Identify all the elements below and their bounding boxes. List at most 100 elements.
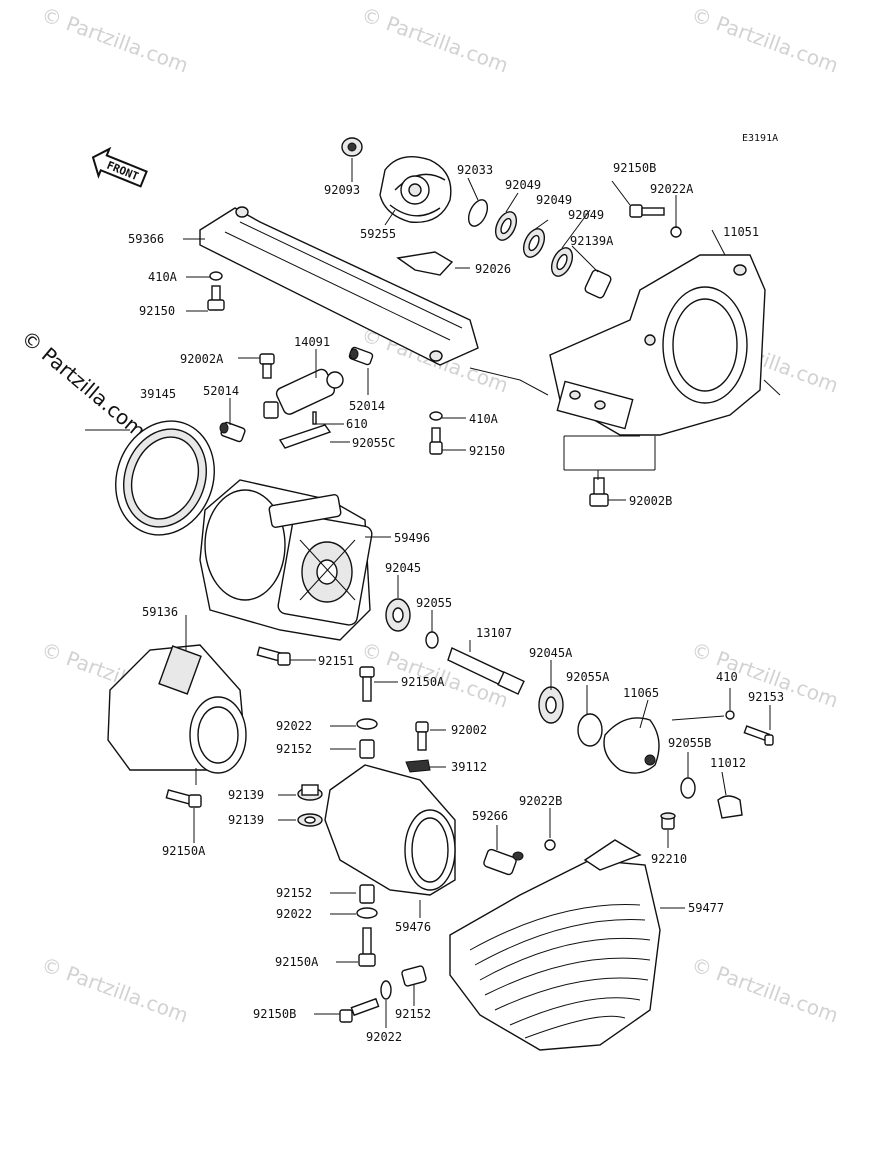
- watermark: © Partzilla.com: [38, 952, 191, 1027]
- part-number-label: 92139A: [570, 234, 614, 248]
- watermark: © Partzilla.com: [688, 952, 841, 1027]
- part-number-label: 92026: [475, 262, 511, 276]
- shaft-part: [447, 647, 525, 695]
- part-number-label: 92210: [651, 852, 687, 866]
- part-number-label: 52014: [349, 399, 385, 413]
- front-arrow-icon: FRONT: [91, 146, 148, 188]
- part-number-label: 92139: [228, 813, 264, 827]
- part-number-label: 92152: [276, 742, 312, 756]
- cap-part: [603, 717, 660, 774]
- bearing-part: [385, 598, 411, 632]
- part-number-label: 52014: [203, 384, 239, 398]
- diagram-code: E3191A: [742, 133, 778, 144]
- seal-part: [341, 137, 363, 157]
- bearing-part: [538, 686, 564, 724]
- washer-part: [544, 839, 556, 851]
- bolt-part: [256, 646, 291, 666]
- pump-housing-part: [549, 254, 766, 436]
- cover-part: [449, 839, 661, 1051]
- part-number-label: 59476: [395, 920, 431, 934]
- part-number-label: 92055: [416, 596, 452, 610]
- bolt-part: [359, 666, 375, 702]
- collar-part: [297, 813, 323, 827]
- part-number-label: 92022B: [519, 794, 562, 808]
- gasket-part: [278, 424, 332, 449]
- plate-part: [396, 251, 454, 276]
- watermark: © Partzilla.com: [688, 2, 841, 77]
- bolt-part: [259, 353, 275, 379]
- impeller-part: [379, 156, 452, 224]
- part-number-label: 92002: [451, 723, 487, 737]
- o-ring-part: [425, 631, 439, 649]
- o-ring-part: [577, 713, 603, 747]
- collar-part: [297, 784, 323, 801]
- washer-part: [725, 710, 735, 720]
- part-number-label: 92093: [324, 183, 360, 197]
- collar-part: [359, 884, 375, 904]
- part-number-label: 92055C: [352, 436, 395, 450]
- part-number-label: 610: [346, 417, 368, 431]
- watermark: © Partzilla.com: [38, 2, 191, 77]
- part-number-label: 92033: [457, 163, 493, 177]
- bolt-part: [358, 927, 376, 967]
- part-number-label: 92150B: [253, 1007, 296, 1021]
- pin-part: [312, 411, 317, 425]
- part-number-label: 59496: [394, 531, 430, 545]
- part-number-label: 92055A: [566, 670, 610, 684]
- bolt-part: [629, 204, 665, 218]
- part-number-label: 14091: [294, 335, 330, 349]
- watermark: © Partzilla.com: [358, 2, 511, 77]
- part-number-label: 59366: [128, 232, 164, 246]
- part-number-label: 92022: [276, 907, 312, 921]
- collar-part: [401, 965, 427, 987]
- part-number-label: 59136: [142, 605, 178, 619]
- washer-part: [429, 411, 443, 421]
- bolt-part: [207, 285, 225, 311]
- part-number-label: 92150A: [162, 844, 206, 858]
- part-number-label: 92153: [748, 690, 784, 704]
- part-number-label: 92022A: [650, 182, 694, 196]
- part-number-label: 92150: [469, 444, 505, 458]
- washer-part: [209, 271, 223, 281]
- part-number-label: 92139: [228, 788, 264, 802]
- cable-end-part: [483, 848, 524, 876]
- part-number-label: 13107: [476, 626, 512, 640]
- part-number-label: 410A: [148, 270, 178, 284]
- leader-lines: [85, 158, 781, 1028]
- callout-labels: 92093 92033 92049 92049 92049 59255 9215…: [128, 161, 784, 1044]
- part-number-label: 92150A: [401, 675, 445, 689]
- part-number-label: 92049: [568, 208, 604, 222]
- part-number-label: 410A: [469, 412, 499, 426]
- plug-part: [717, 795, 743, 819]
- part-number-label: 11012: [710, 756, 746, 770]
- washer-part: [670, 226, 682, 238]
- part-number-label: 92022: [276, 719, 312, 733]
- bracket-plate-part: [199, 206, 479, 366]
- reverse-bucket-part: [324, 764, 456, 896]
- ring-part: [115, 420, 215, 536]
- nozzle-part: [107, 644, 247, 774]
- o-ring-part: [467, 199, 489, 227]
- lever-part: [405, 759, 431, 773]
- bolt-part: [429, 427, 443, 455]
- collar-part: [584, 269, 612, 299]
- part-number-label: 92045: [385, 561, 421, 575]
- part-number-label: 11051: [723, 225, 759, 239]
- part-number-label: 39145: [140, 387, 176, 401]
- bolt-part: [589, 477, 609, 507]
- o-ring-part: [680, 777, 696, 799]
- part-number-label: 92150: [139, 304, 175, 318]
- bolt-part: [165, 789, 202, 808]
- washer-part: [356, 718, 378, 730]
- bearing-part: [522, 228, 546, 258]
- part-number-label: 92002B: [629, 494, 672, 508]
- part-number-label: 11065: [623, 686, 659, 700]
- part-number-label: 92152: [276, 886, 312, 900]
- bearing-part: [494, 211, 518, 241]
- part-number-label: 92045A: [529, 646, 573, 660]
- part-number-label: 92049: [505, 178, 541, 192]
- part-number-label: 92151: [318, 654, 354, 668]
- bolt-part: [339, 997, 380, 1023]
- washer-part: [380, 980, 392, 1000]
